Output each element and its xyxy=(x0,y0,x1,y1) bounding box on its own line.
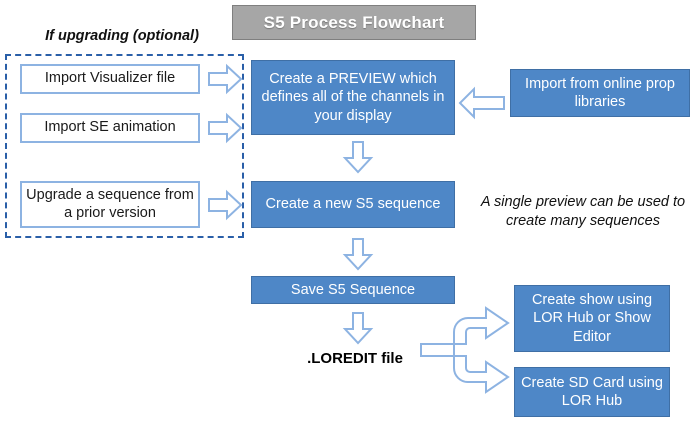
import-prop-libraries-box[interactable]: Import from online prop libraries xyxy=(510,69,690,117)
import-visualizer-file-box[interactable]: Import Visualizer file xyxy=(20,64,200,94)
arrow-right-upgrade-icon xyxy=(208,189,243,221)
arrow-down-save-to-file-icon xyxy=(342,312,374,345)
optional-group-boundary xyxy=(5,54,244,238)
arrow-down-sequence-to-save-icon xyxy=(342,238,374,271)
arrow-right-se-animation-icon xyxy=(208,112,243,144)
arrow-right-visualizer-icon xyxy=(208,63,243,95)
arrow-down-preview-to-sequence-icon xyxy=(342,141,374,174)
create-sd-card-label: Create SD Card using LOR Hub xyxy=(521,374,663,409)
upgrade-sequence-box[interactable]: Upgrade a sequence from a prior version xyxy=(20,181,200,228)
create-new-sequence-box[interactable]: Create a new S5 sequence xyxy=(251,181,455,228)
optional-group-caption: If upgrading (optional) xyxy=(45,28,199,44)
save-sequence-label: Save S5 Sequence xyxy=(290,281,416,298)
create-show-box[interactable]: Create show using LOR Hub or Show Editor xyxy=(514,285,670,352)
create-preview-label: Create a PREVIEW which defines all of th… xyxy=(261,71,445,124)
create-new-sequence-label: Create a new S5 sequence xyxy=(265,196,441,213)
page-title: S5 Process Flowchart xyxy=(232,5,476,40)
import-visualizer-file-label: Import Visualizer file xyxy=(44,70,176,87)
create-preview-box[interactable]: Create a PREVIEW which defines all of th… xyxy=(251,60,455,135)
create-show-label: Create show using LOR Hub or Show Editor xyxy=(531,292,653,345)
arrow-left-prop-libraries-icon xyxy=(458,86,505,120)
create-sd-card-box[interactable]: Create SD Card using LOR Hub xyxy=(514,367,670,417)
page-title-text: S5 Process Flowchart xyxy=(263,12,445,32)
single-preview-note: A single preview can be used to create m… xyxy=(480,194,686,229)
import-se-animation-label: Import SE animation xyxy=(44,119,176,136)
arrow-split-to-outputs-icon xyxy=(420,306,510,394)
import-se-animation-box[interactable]: Import SE animation xyxy=(20,113,200,143)
import-prop-libraries-label: Import from online prop libraries xyxy=(525,75,675,110)
save-sequence-box[interactable]: Save S5 Sequence xyxy=(251,276,455,304)
loredit-file-label: .LOREDIT file xyxy=(307,350,403,367)
upgrade-sequence-label: Upgrade a sequence from a prior version xyxy=(26,186,194,221)
